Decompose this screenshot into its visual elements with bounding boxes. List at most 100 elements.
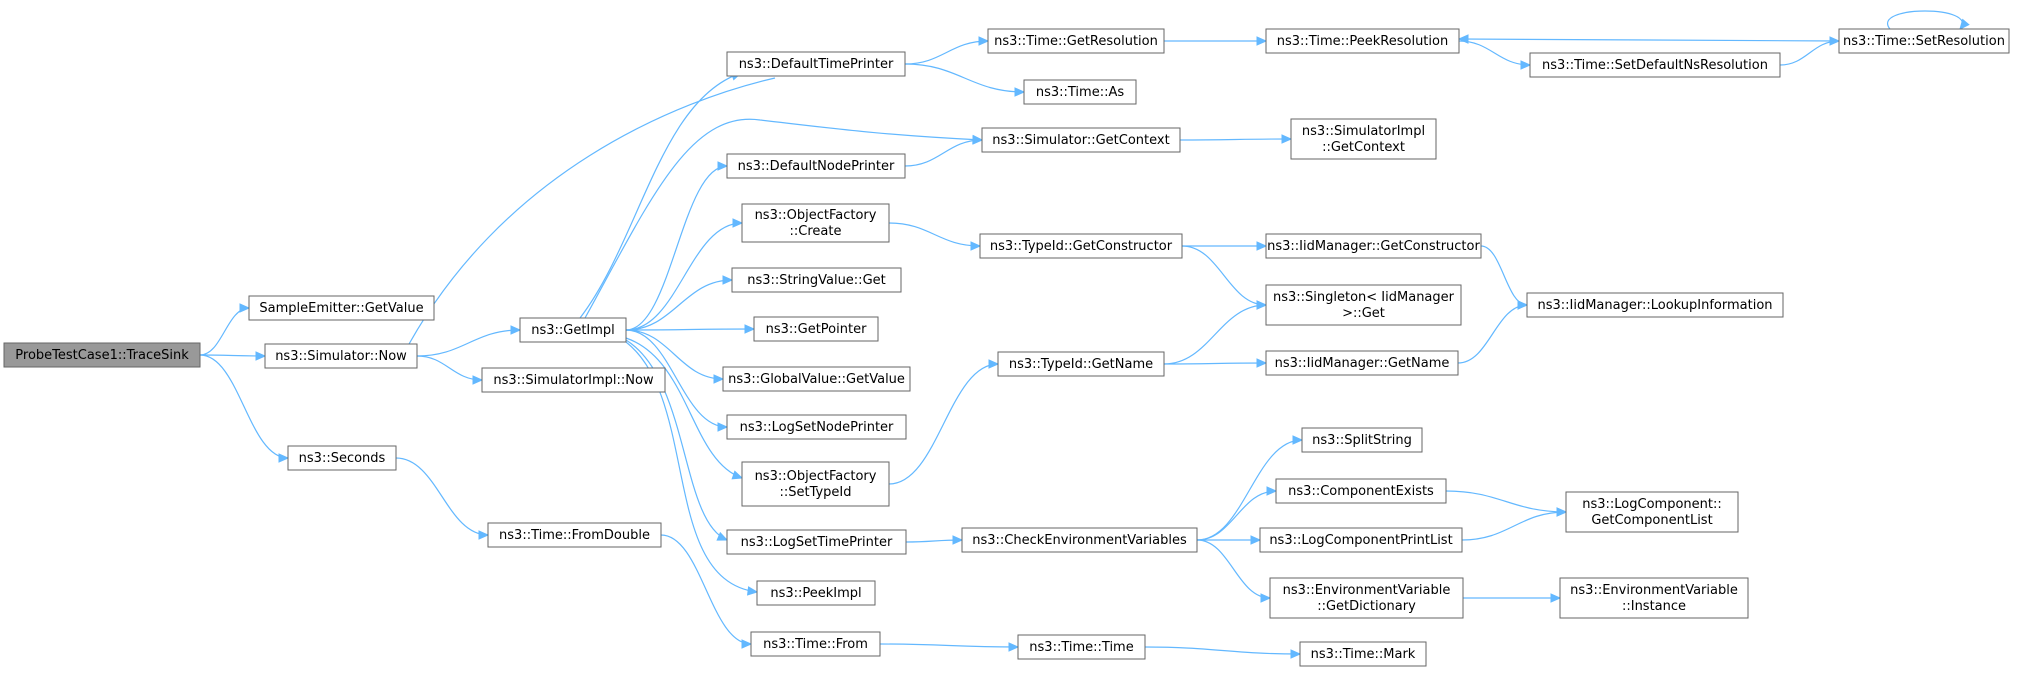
node-sample_getvalue[interactable]: SampleEmitter::GetValue: [248, 295, 435, 321]
node-defaulttimeprinter[interactable]: ns3::DefaultTimePrinter: [726, 51, 906, 77]
edge-getimpl-to-defaulttimeprinter: [579, 71, 743, 319]
node-getpointer[interactable]: ns3::GetPointer: [753, 316, 879, 342]
node-label: ns3::EnvironmentVariable: [1570, 583, 1738, 598]
node-componentexists[interactable]: ns3::ComponentExists: [1275, 478, 1447, 504]
node-splitstring[interactable]: ns3::SplitString: [1301, 427, 1423, 453]
edge-line: [416, 355, 483, 381]
node-logsetnodeprinter[interactable]: ns3::LogSetNodePrinter: [726, 414, 907, 440]
edge-of_create-to-typeid_getconstructor: [888, 222, 982, 251]
node-box: [981, 127, 1181, 153]
edge-logcomponentprintlist-to-logcomponent_getcomponentlist: [1461, 507, 1568, 541]
node-box: [741, 461, 890, 507]
edge-componentexists-to-logcomponent_getcomponentlist: [1445, 490, 1568, 517]
edge-line: [625, 279, 733, 331]
node-label: ::Create: [790, 224, 842, 239]
edge-logsettimeprinter-to-checkenv: [905, 535, 964, 545]
node-iid_getconstructor[interactable]: ns3::IidManager::GetConstructor: [1265, 233, 1482, 259]
node-simimpl_now[interactable]: ns3::SimulatorImpl::Now: [481, 367, 666, 393]
node-box: [753, 316, 879, 342]
node-time_setdefaultns[interactable]: ns3::Time::SetDefaultNsResolution: [1529, 52, 1781, 78]
node-peekimpl[interactable]: ns3::PeekImpl: [756, 580, 876, 606]
edge-arrowhead: [713, 374, 725, 384]
node-defaultnodeprinter[interactable]: ns3::DefaultNodePrinter: [726, 153, 906, 179]
node-label: ns3::LogSetTimePrinter: [741, 535, 893, 550]
edge-tracesink-to-sample_getvalue: [199, 303, 251, 356]
edge-line: [888, 222, 981, 247]
node-iid_lookupinformation[interactable]: ns3::IidManager::LookupInformation: [1526, 292, 1784, 318]
edge-arrowhead: [1281, 134, 1293, 144]
node-stringvalue_get[interactable]: ns3::StringValue::Get: [731, 267, 902, 293]
node-envvar_instance[interactable]: ns3::EnvironmentVariable::Instance: [1559, 577, 1749, 619]
node-of_settypeid[interactable]: ns3::ObjectFactory::SetTypeId: [741, 461, 890, 507]
node-logsettimeprinter[interactable]: ns3::LogSetTimePrinter: [726, 529, 907, 555]
node-time_getresolution[interactable]: ns3::Time::GetResolution: [987, 28, 1165, 54]
node-label: ns3::SimulatorImpl: [1302, 124, 1425, 139]
node-sim_getcontext[interactable]: ns3::Simulator::GetContext: [981, 127, 1181, 153]
node-label: ns3::Time::PeekResolution: [1277, 34, 1448, 49]
edge-time_setresolution-to-time_setresolution: [1887, 10, 1970, 30]
edge-line: [401, 77, 776, 358]
node-simimpl_getcontext[interactable]: ns3::SimulatorImpl::GetContext: [1290, 118, 1437, 160]
node-logcomponent_getcomponentlist[interactable]: ns3::LogComponent::GetComponentList: [1565, 491, 1739, 533]
node-box: [741, 203, 890, 243]
node-box: [1838, 28, 2010, 54]
node-box: [248, 295, 435, 321]
edge-line: [625, 222, 743, 331]
node-label: ns3::IidManager::GetConstructor: [1267, 239, 1480, 254]
node-box: [264, 343, 418, 369]
node-of_create[interactable]: ns3::ObjectFactory::Create: [741, 203, 890, 243]
node-label: ns3::Time::SetResolution: [1843, 34, 2005, 49]
edge-arrowhead: [1292, 435, 1304, 445]
edge-defaulttimeprinter-to-sim_now: [401, 77, 776, 359]
node-typeid_getname[interactable]: ns3::TypeId::GetName: [997, 351, 1165, 377]
node-box: [3, 342, 201, 368]
node-time_time[interactable]: ns3::Time::Time: [1017, 634, 1146, 660]
node-tracesink[interactable]: ProbeTestCase1::TraceSink: [3, 342, 201, 368]
edge-line: [1179, 138, 1292, 141]
edge-arrowhead: [978, 36, 990, 46]
edge-line: [1181, 245, 1267, 306]
node-iid_getname[interactable]: ns3::IidManager::GetName: [1265, 350, 1459, 376]
node-time_mark[interactable]: ns3::Time::Mark: [1299, 641, 1427, 667]
node-label: ns3::Time::Time: [1029, 640, 1133, 655]
edge-typeid_getname-to-singleton_get: [1163, 300, 1268, 365]
node-getimpl[interactable]: ns3::GetImpl: [519, 317, 627, 343]
node-time_peekresolution[interactable]: ns3::Time::PeekResolution: [1265, 28, 1460, 54]
node-box: [1269, 577, 1464, 619]
edge-sim_now-to-simimpl_now: [416, 355, 484, 385]
edge-arrowhead: [278, 453, 290, 463]
node-box: [1265, 350, 1459, 376]
node-fromdouble[interactable]: ns3::Time::FromDouble: [487, 522, 662, 548]
node-globalvalue_getvalue[interactable]: ns3::GlobalValue::GetValue: [722, 366, 911, 392]
edge-arrowhead: [1517, 300, 1529, 310]
edge-line: [625, 337, 743, 479]
node-label: ns3::ObjectFactory: [755, 469, 877, 484]
node-sim_now[interactable]: ns3::Simulator::Now: [264, 343, 418, 369]
node-logcomponentprintlist[interactable]: ns3::LogComponentPrintList: [1259, 527, 1463, 553]
edge-line: [1461, 511, 1567, 541]
edge-checkenv-to-logcomponentprintlist: [1197, 535, 1262, 545]
node-singleton_get[interactable]: ns3::Singleton< IidManager>::Get: [1265, 284, 1462, 326]
node-seconds[interactable]: ns3::Seconds: [287, 445, 397, 471]
edge-seconds-to-fromdouble: [395, 457, 490, 540]
node-time_as[interactable]: ns3::Time::As: [1023, 79, 1137, 105]
edge-line: [1480, 245, 1528, 306]
edge-line: [1196, 439, 1303, 541]
edge-line: [625, 329, 728, 428]
edge-arrowhead: [988, 359, 1000, 369]
edge-checkenv-to-componentexists: [1196, 486, 1278, 541]
node-box: [722, 366, 911, 392]
node-envvar_getdictionary[interactable]: ns3::EnvironmentVariable::GetDictionary: [1269, 577, 1464, 619]
edge-arrowhead: [1556, 507, 1568, 517]
node-box: [726, 153, 906, 179]
edge-line: [1163, 362, 1267, 365]
node-box: [1526, 292, 1784, 318]
edge-typeid_getconstructor-to-singleton_get: [1181, 245, 1268, 310]
edge-iid_getname-to-iid_lookupinformation: [1457, 300, 1529, 364]
node-time_from[interactable]: ns3::Time::From: [750, 631, 881, 657]
edge-arrowhead: [239, 303, 251, 313]
node-checkenv[interactable]: ns3::CheckEnvironmentVariables: [961, 527, 1198, 553]
node-typeid_getconstructor[interactable]: ns3::TypeId::GetConstructor: [979, 233, 1183, 259]
node-time_setresolution[interactable]: ns3::Time::SetResolution: [1838, 28, 2010, 54]
